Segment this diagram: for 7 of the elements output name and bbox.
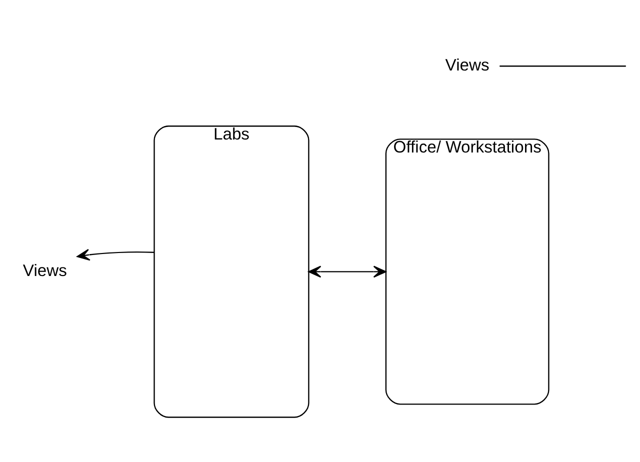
- node-box: Labs: [154, 126, 310, 418]
- node-box: Office/ Workstations: [385, 138, 550, 405]
- connector: [500, 66, 626, 67]
- node-text: Views: [445, 56, 490, 75]
- arrow: [76, 248, 154, 261]
- arrow: [308, 266, 386, 278]
- node-text: Views: [22, 261, 67, 280]
